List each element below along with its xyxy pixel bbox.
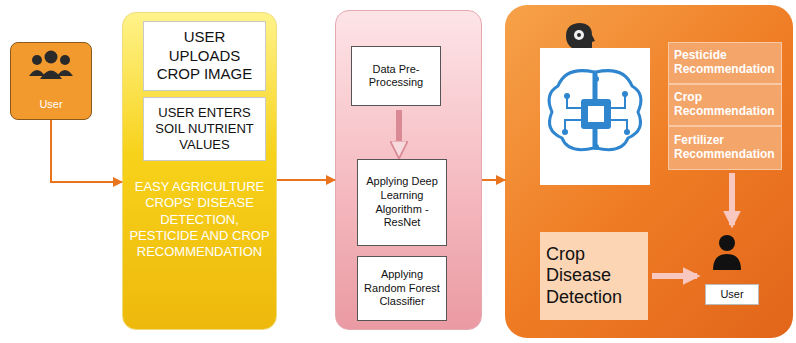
node-label: Crop Recommendation	[674, 91, 776, 119]
node-label: Data Pre-Processing	[356, 63, 436, 89]
process-box: Fertilizer Recommendation	[668, 126, 782, 170]
node-label: Fertilizer Recommendation	[674, 134, 776, 162]
group-panel: Pesticide RecommendationCrop Recommendat…	[505, 5, 793, 338]
process-box: USER ENTERS SOIL NUTRIENT VALUES	[143, 97, 266, 161]
group-panel: Data Pre-ProcessingApplying Deep Learnin…	[335, 10, 482, 330]
process-box: User	[10, 42, 92, 120]
node-label: USER UPLOADS CROP IMAGE	[148, 28, 261, 84]
node-label: Pesticide Recommendation	[674, 49, 776, 77]
process-box: Crop Recommendation	[668, 84, 782, 126]
node-label: User	[39, 98, 62, 111]
process-box: Data Pre-Processing	[351, 46, 441, 106]
node-label: Applying Random Forest Classifier	[362, 268, 442, 309]
node-label: User	[705, 284, 758, 305]
flow-arrow	[51, 120, 122, 182]
flow-arrow	[277, 179, 335, 181]
process-box: Pesticide Recommendation	[668, 42, 782, 84]
process-box: Applying Deep Learning Algorithm - ResNe…	[357, 159, 447, 246]
node-label: EASY AGRICULTURE CROPS' DISEASE DETECTIO…	[129, 179, 270, 260]
node-label: USER ENTERS SOIL NUTRIENT VALUES	[148, 105, 261, 154]
process-box: USER UPLOADS CROP IMAGE USER ENTERS SOIL …	[122, 12, 277, 330]
flow-arrow	[482, 179, 505, 181]
process-box: Crop Disease Detection	[540, 232, 648, 320]
node-label: Crop Disease Detection	[546, 244, 642, 309]
node-label: Applying Deep Learning Algorithm - ResNe…	[362, 175, 442, 230]
process-box: USER UPLOADS CROP IMAGE	[143, 21, 266, 91]
process-box: Applying Random Forest Classifier	[357, 256, 447, 321]
process-box: User	[695, 227, 769, 305]
